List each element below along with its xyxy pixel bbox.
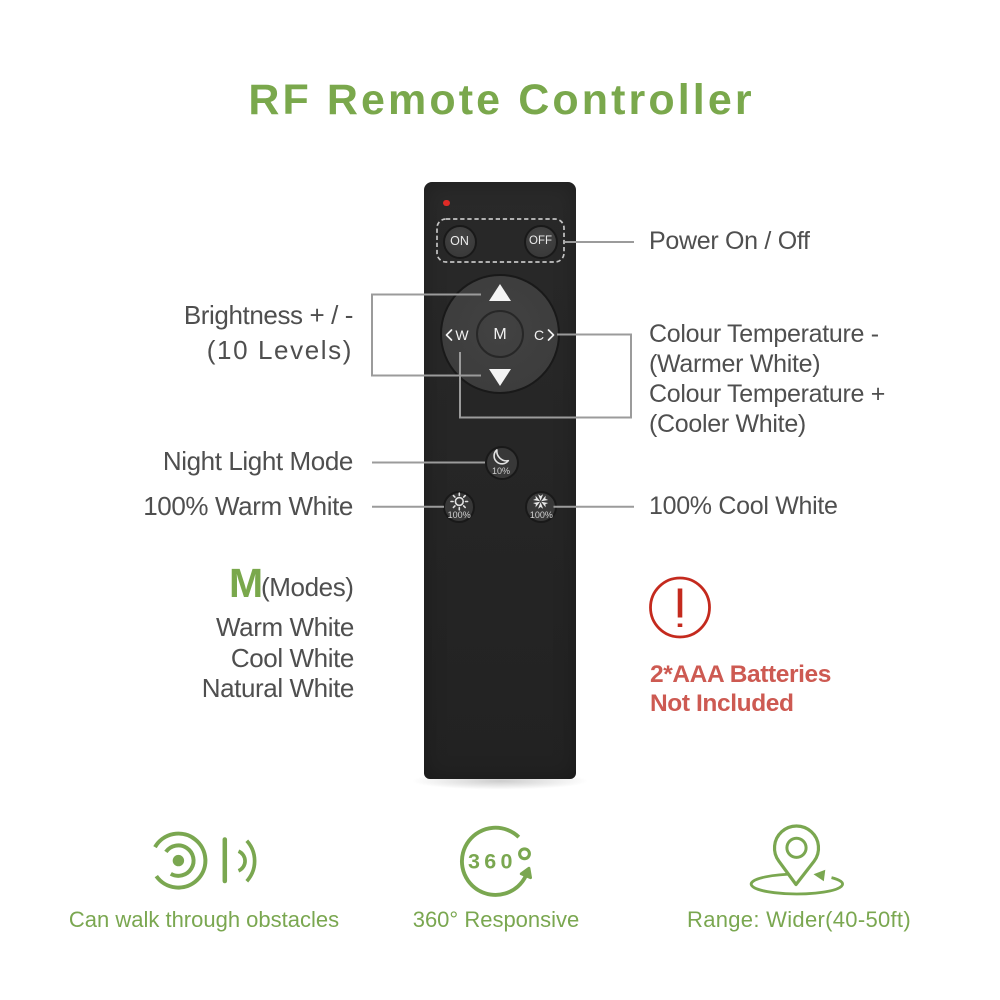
svg-text:360: 360 xyxy=(468,850,517,874)
